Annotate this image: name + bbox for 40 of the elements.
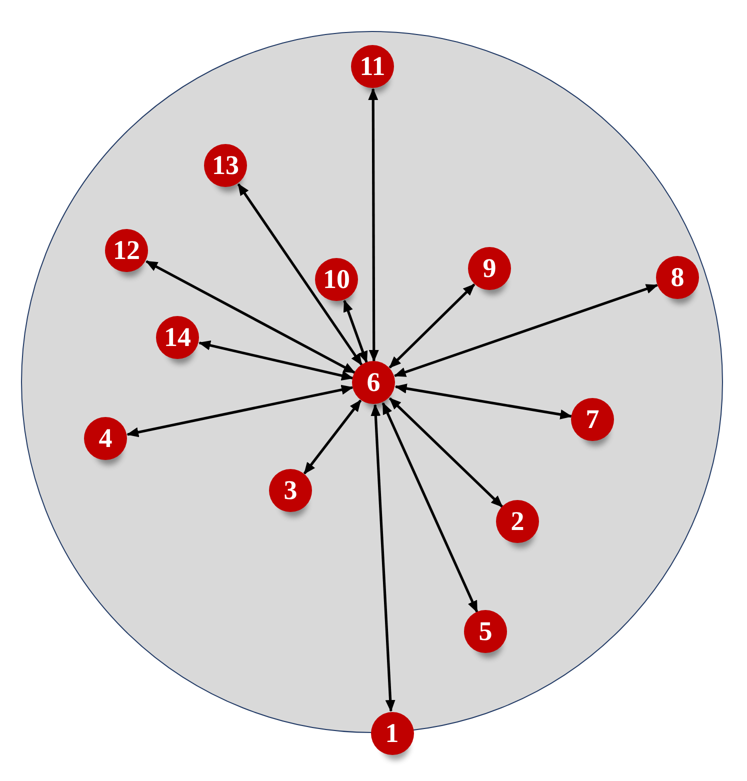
node-circle xyxy=(105,229,148,272)
node-circle xyxy=(464,610,507,653)
node-number: 3 xyxy=(284,477,298,504)
double-headed-arrow xyxy=(303,400,362,474)
double-headed-arrow xyxy=(146,260,356,374)
node-circle xyxy=(468,247,511,290)
node-number: 8 xyxy=(670,264,684,291)
node-number: 14 xyxy=(164,324,191,351)
node-circle xyxy=(204,144,247,187)
node-number: 10 xyxy=(323,266,350,293)
node-number: 9 xyxy=(482,255,496,282)
double-headed-arrow xyxy=(388,397,504,508)
double-headed-arrow xyxy=(126,384,354,438)
node-circle xyxy=(352,361,395,404)
double-headed-arrow xyxy=(382,402,478,613)
node-circle xyxy=(351,45,394,88)
node-circle xyxy=(656,256,699,299)
double-headed-arrow xyxy=(370,404,396,712)
node-number: 12 xyxy=(113,237,140,264)
node-circle xyxy=(571,398,614,441)
node-circle xyxy=(496,500,539,543)
node-number: 2 xyxy=(510,508,524,535)
node-number: 7 xyxy=(586,406,600,433)
double-headed-arrow xyxy=(237,183,363,366)
node-number: 1 xyxy=(385,720,399,746)
node-number: 4 xyxy=(98,425,112,452)
node-number: 11 xyxy=(360,53,386,80)
double-headed-arrow xyxy=(394,284,658,378)
double-headed-arrow xyxy=(368,88,379,362)
node-number: 13 xyxy=(212,152,239,179)
node-number: 5 xyxy=(478,618,492,645)
node-circle xyxy=(84,417,127,460)
node-circle xyxy=(315,258,358,301)
double-headed-arrow xyxy=(394,384,572,420)
node-circle xyxy=(156,316,199,359)
node-circle xyxy=(269,469,312,512)
double-headed-arrow xyxy=(343,300,368,364)
double-headed-arrow xyxy=(388,283,476,369)
double-headed-arrow xyxy=(198,340,354,380)
node-number: 6 xyxy=(366,369,380,396)
